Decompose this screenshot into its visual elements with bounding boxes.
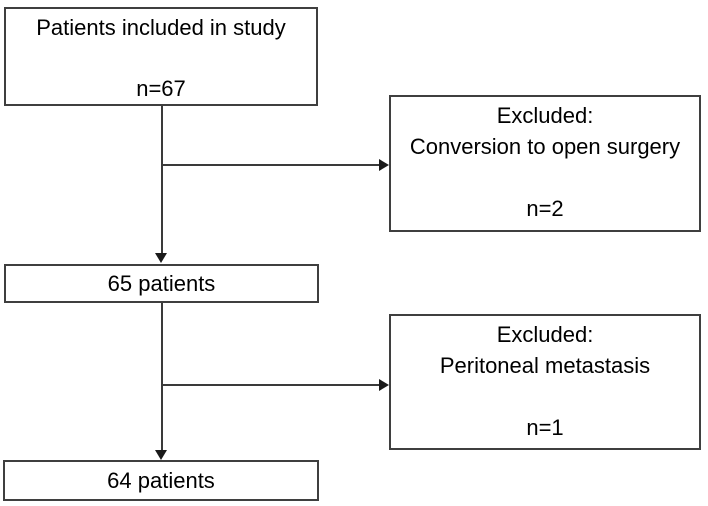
excluded-conversion-reason: Conversion to open surgery <box>409 134 681 159</box>
excluded-conversion-count: n=2 <box>526 196 564 221</box>
excluded-peritoneal-count: n=1 <box>526 415 564 440</box>
blank-line <box>6 43 316 73</box>
arrow-right-icon <box>379 379 389 391</box>
excluded-peritoneal-reason: Peritoneal metastasis <box>439 353 651 378</box>
included-patients-box: Patients included in study n=67 <box>4 7 318 106</box>
connector-included-to-65-line <box>161 106 163 253</box>
excluded-conversion-header: Excluded: <box>496 103 594 128</box>
arrow-down-icon <box>155 253 167 263</box>
connector-branch-excluded-conversion-line <box>162 164 379 166</box>
included-patients-count: n=67 <box>136 76 186 101</box>
excluded-conversion-box: Excluded: Conversion to open surgery n=2 <box>389 95 701 232</box>
included-patients-title: Patients included in study <box>36 15 286 40</box>
arrow-right-icon <box>379 159 389 171</box>
blank-line <box>391 381 699 412</box>
patients-64-box: 64 patients <box>3 460 319 501</box>
connector-branch-excluded-peritoneal-line <box>162 384 379 386</box>
arrow-down-icon <box>155 450 167 460</box>
patients-65-label: 65 patients <box>107 271 216 296</box>
blank-line <box>391 162 699 193</box>
patients-65-box: 65 patients <box>4 264 319 303</box>
excluded-peritoneal-box: Excluded: Peritoneal metastasis n=1 <box>389 314 701 450</box>
patients-64-label: 64 patients <box>107 468 215 493</box>
excluded-peritoneal-header: Excluded: <box>496 322 594 347</box>
connector-65-to-64-line <box>161 303 163 450</box>
